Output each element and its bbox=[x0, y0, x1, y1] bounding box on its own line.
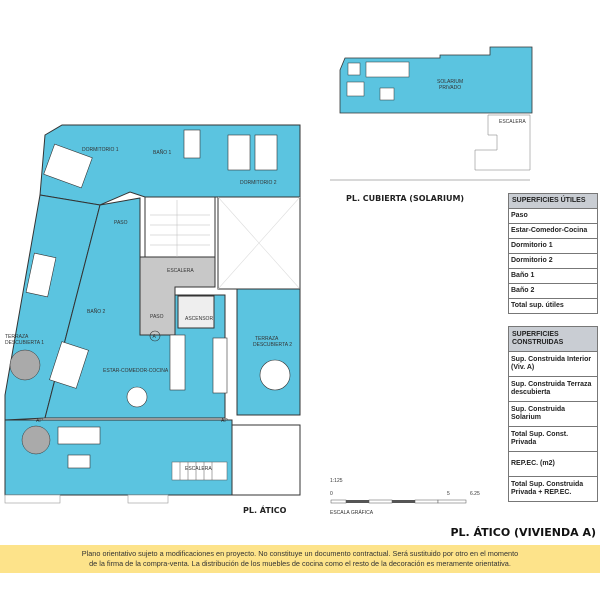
table-row: Dormitorio 1 bbox=[508, 238, 598, 254]
page-title: PL. ÁTICO (VIVIENDA A) bbox=[450, 526, 596, 539]
disclaimer-line-2: de la firma de la compra-venta. La distr… bbox=[89, 559, 511, 568]
bottom-void bbox=[231, 424, 301, 496]
bed-2 bbox=[227, 134, 251, 171]
table-header: SUPERFICIES ÚTILES bbox=[508, 193, 598, 209]
plan-title: PL. ÁTICO bbox=[243, 504, 287, 515]
room-labels: DORMITORIO 1 BAÑO 1 DORMITORIO 2 PASO ES… bbox=[5, 147, 292, 515]
solarium-plan: SOLARIUM PRIVADO ESCALERA bbox=[330, 46, 533, 181]
unit-marker-label: A bbox=[153, 334, 157, 340]
table-row: Sup. Construida Terraza descubierta bbox=[508, 376, 598, 402]
label-bano-1: BAÑO 1 bbox=[153, 149, 172, 156]
scale-ratio: 1:125 bbox=[330, 478, 343, 484]
disclaimer-line-1: Plano orientativo sujeto a modificacione… bbox=[81, 549, 519, 558]
label-solarium-escalera: ESCALERA bbox=[499, 119, 526, 125]
table-superficies-utiles: SUPERFICIES ÚTILES Paso Estar-Comedor-Co… bbox=[508, 193, 598, 314]
table-row: Paso bbox=[508, 208, 598, 224]
terrace-table bbox=[259, 359, 291, 391]
label-paso: PASO bbox=[114, 220, 128, 226]
scale-bar: 1:125 0 5 6.25 ESCALA GRÁFICA bbox=[330, 478, 480, 516]
label-estar: ESTAR-COMEDOR-COCINA bbox=[103, 368, 169, 374]
table-row: Estar-Comedor-Cocina bbox=[508, 223, 598, 239]
atico-plan: A bbox=[4, 48, 532, 504]
label-terraza-1: TERRAZA bbox=[5, 334, 29, 340]
bed-1 bbox=[43, 143, 93, 189]
label-terraza-2: TERRAZA bbox=[255, 336, 279, 342]
sofa bbox=[49, 341, 89, 389]
scale-caption: ESCALA GRÁFICA bbox=[330, 509, 374, 516]
label-escalera: ESCALERA bbox=[167, 268, 194, 274]
bathtub bbox=[183, 129, 201, 159]
label-dormitorio-2: DORMITORIO 2 bbox=[240, 180, 277, 186]
table-row: Baño 2 bbox=[508, 283, 598, 299]
label-ascensor: ASCENSOR bbox=[185, 316, 213, 322]
table-row: REP.EC. (m2) bbox=[508, 451, 598, 477]
solarium-title: PL. CUBIERTA (SOLARIUM) bbox=[346, 194, 464, 203]
label-solarium-b: PRIVADO bbox=[439, 85, 461, 91]
label-dormitorio-1: DORMITORIO 1 bbox=[82, 147, 119, 153]
table-row: Sup. Construida Interior (Viv. A) bbox=[508, 351, 598, 377]
table-row: Sup. Construida Solarium bbox=[508, 401, 598, 427]
label-paso-2: PASO bbox=[150, 314, 164, 320]
scale-tick-625: 6.25 bbox=[470, 491, 480, 497]
label-bano-2: BAÑO 2 bbox=[87, 308, 106, 315]
elevator bbox=[177, 295, 215, 329]
stair-white bbox=[144, 196, 216, 258]
furniture bbox=[25, 129, 291, 469]
label-ap-2: AP bbox=[221, 418, 228, 424]
scale-tick-0: 0 bbox=[330, 491, 333, 497]
terraza-2 bbox=[236, 288, 301, 416]
kitchen-counter bbox=[169, 334, 186, 391]
table-header: SUPERFICIES CONSTRUIDAS bbox=[508, 326, 598, 352]
table-row: Total sup. útiles bbox=[508, 298, 598, 314]
unit-marker bbox=[149, 330, 161, 342]
label-solarium: SOLARIUM bbox=[437, 79, 463, 85]
table-row: Baño 1 bbox=[508, 268, 598, 284]
label-terraza-2-b: DESCUBIERTA 2 bbox=[253, 342, 292, 348]
table-row: Total Sup. Construida Privada + REP.EC. bbox=[508, 476, 598, 502]
table-row: Total Sup. Const. Privada bbox=[508, 426, 598, 452]
round-table bbox=[126, 386, 148, 408]
disclaimer-banner: Plano orientativo sujeto a modificacione… bbox=[0, 545, 600, 573]
scale-tick-5: 5 bbox=[447, 491, 450, 497]
stair-landing bbox=[139, 256, 216, 336]
exterior-stairs bbox=[171, 461, 228, 481]
label-escalera-ext: ESCALERA bbox=[185, 466, 212, 472]
label-terraza-1-b: DESCUBIERTA 1 bbox=[5, 340, 44, 346]
table-superficies-construidas: SUPERFICIES CONSTRUIDAS Sup. Construida … bbox=[508, 326, 598, 502]
label-ap-1: AP bbox=[36, 418, 43, 424]
table-row: Dormitorio 2 bbox=[508, 253, 598, 269]
interior-stairs bbox=[150, 200, 210, 257]
dining-table bbox=[25, 252, 57, 298]
